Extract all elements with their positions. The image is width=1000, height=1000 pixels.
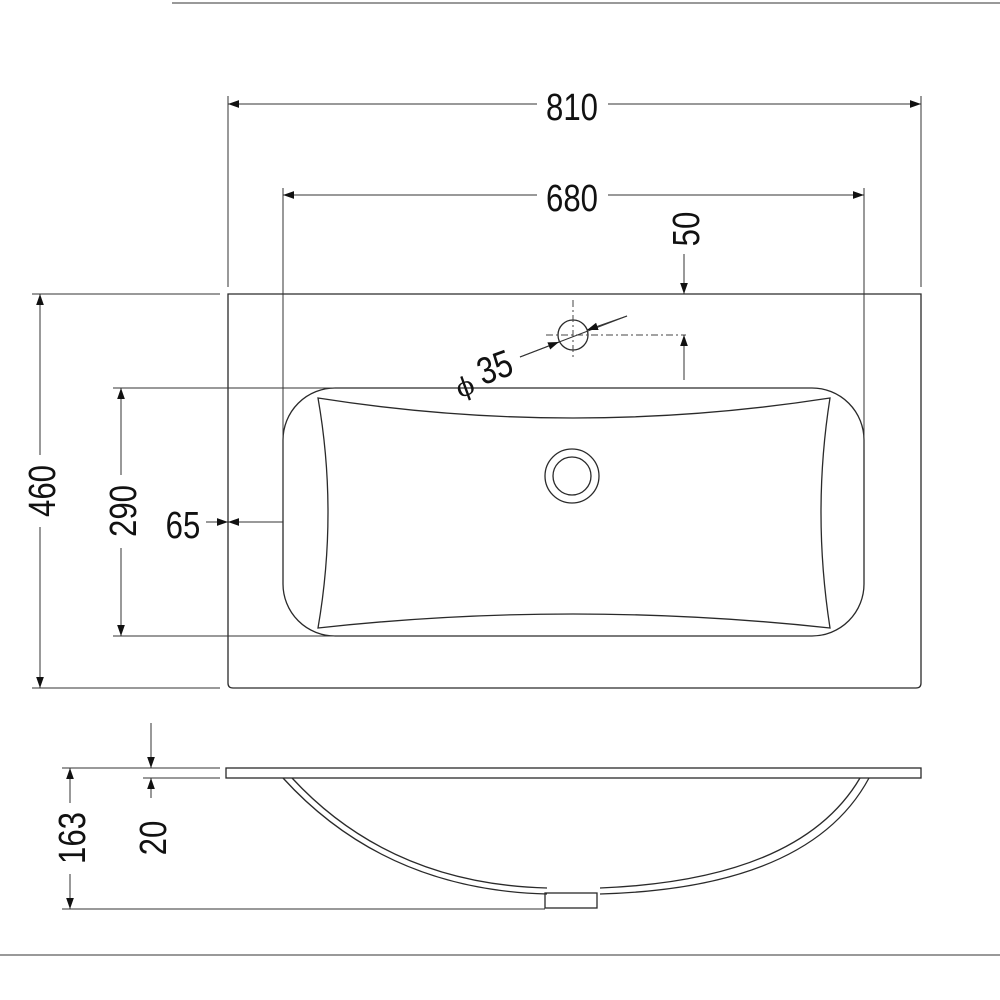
dim-label-65: 65: [166, 505, 201, 547]
dim-tap-offset: 50: [666, 212, 708, 380]
drain-outer: [544, 448, 600, 504]
drain-inner: [552, 456, 592, 496]
dim-label-290: 290: [103, 485, 145, 537]
dim-label-680: 680: [546, 178, 598, 220]
side-countertop: [225, 767, 922, 779]
dim-label-50: 50: [666, 212, 708, 247]
dim-symbol-phi: ϕ: [452, 370, 479, 404]
dim-tap-diameter: ϕ 35: [452, 315, 628, 405]
side-drain: [544, 892, 598, 909]
dim-label-810: 810: [546, 87, 598, 129]
top-view: [227, 293, 922, 689]
countertop-outline: [227, 293, 922, 689]
dim-top-thickness: 20: [133, 723, 220, 855]
dim-label-20: 20: [133, 821, 175, 856]
dim-overall-depth: 460: [22, 293, 220, 689]
side-basin-bowl: [282, 777, 870, 895]
dim-side-offset: 65: [166, 505, 283, 547]
dim-basin-depth: 290: [103, 387, 335, 637]
dim-total-height: 163: [52, 767, 545, 910]
dim-label-163: 163: [52, 812, 94, 864]
dim-label-460: 460: [22, 465, 64, 517]
basin-outline: [282, 387, 865, 637]
dim-label-35: 35: [472, 343, 519, 394]
side-basin-inner: [291, 777, 861, 889]
dim-basin-width: 680: [282, 178, 865, 520]
dim-overall-width: 810: [227, 87, 922, 287]
basin-inner-bowl: [317, 397, 831, 629]
side-view: [225, 767, 922, 909]
